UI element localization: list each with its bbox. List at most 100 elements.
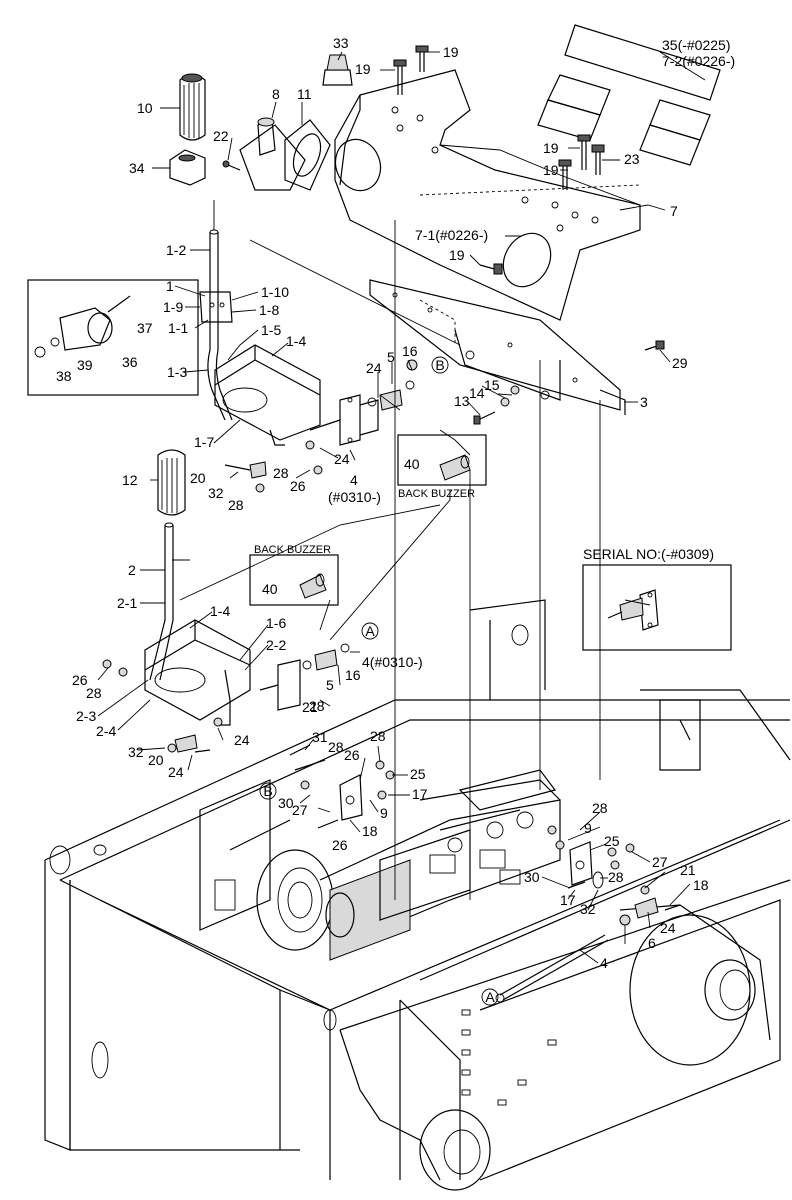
ref-b-lower: B <box>263 783 272 799</box>
clamp-36 <box>34 295 131 358</box>
callout: 28 <box>228 497 244 513</box>
inset-box-buzzer-top <box>397 434 487 486</box>
callout: 6 <box>648 935 656 951</box>
callout: 28 <box>86 685 102 701</box>
callout: 30 <box>524 869 540 885</box>
callout: 40 <box>404 456 420 472</box>
callout: 17 <box>412 786 428 802</box>
callout: 5 <box>326 677 334 693</box>
callout: 13 <box>454 393 470 409</box>
callout: 1-3 <box>167 364 187 380</box>
callout: 1-8 <box>259 302 279 318</box>
buzzer-40-top <box>439 454 471 481</box>
callout: 39 <box>77 357 93 373</box>
callout: 17 <box>560 892 576 908</box>
callout: 2 <box>128 562 136 578</box>
callout: 24 <box>234 732 250 748</box>
knob-10 <box>179 73 206 141</box>
leader-lines <box>97 51 706 964</box>
callout: 26 <box>290 478 306 494</box>
callout: 18 <box>362 823 378 839</box>
boot-34 <box>169 149 206 186</box>
plate-35 <box>537 24 721 166</box>
callout: 32 <box>208 485 224 501</box>
callout: 19 <box>449 247 465 263</box>
back-buzzer-caption-mid: BACK BUZZER <box>254 544 331 556</box>
callout: 28 <box>608 869 624 885</box>
callout: 27 <box>292 802 308 818</box>
ref-b-upper: B <box>435 357 444 373</box>
callout: 36 <box>122 354 138 370</box>
callout: 20 <box>148 752 164 768</box>
callout: 26 <box>344 747 360 763</box>
callout: 23 <box>624 151 640 167</box>
switch-4-upper <box>309 380 415 446</box>
callout: 7-2(#0226-) <box>662 53 735 69</box>
callout: 1-6 <box>266 615 286 631</box>
frame-slots <box>461 1009 557 1106</box>
callout: 9 <box>380 805 388 821</box>
knob-12 <box>157 449 186 516</box>
chassis-frame <box>44 599 791 1191</box>
callout: 20 <box>190 470 206 486</box>
callout: 19 <box>355 61 371 77</box>
callout: 22 <box>213 128 229 144</box>
back-buzzer-caption-top: BACK BUZZER <box>398 488 475 500</box>
buzzer-40-mid <box>299 573 327 599</box>
callout: 10 <box>137 100 153 116</box>
callout: 28 <box>309 698 325 714</box>
callout: 4 <box>600 955 608 971</box>
callout: 28 <box>328 739 344 755</box>
callout: 33 <box>333 35 349 51</box>
inset-box-buzzer-mid <box>249 554 339 606</box>
callout: 4 <box>350 472 358 488</box>
callout: 18 <box>693 877 709 893</box>
inset-box-serial <box>582 564 732 651</box>
callout: 1 <box>166 278 174 294</box>
callout: 15 <box>484 377 500 393</box>
callout: 1-9 <box>163 299 183 315</box>
callout: 2-3 <box>76 708 96 724</box>
callout: 4(#0310-) <box>362 654 423 670</box>
callout: 2-1 <box>117 595 137 611</box>
callout: 24 <box>168 764 184 780</box>
mounting-plate-7 <box>334 69 641 321</box>
gasket-11 <box>284 119 331 191</box>
callout: 1-10 <box>261 284 289 300</box>
callout: 34 <box>129 160 145 176</box>
lever-1-assembly <box>199 229 321 446</box>
callout: 9 <box>584 820 592 836</box>
callout: 40 <box>262 581 278 597</box>
callout: 5 <box>387 349 395 365</box>
callout: 14 <box>469 385 485 401</box>
callout: 11 <box>297 86 312 102</box>
callout: 24 <box>660 920 676 936</box>
callout: 28 <box>273 465 289 481</box>
callout: 16 <box>402 343 418 359</box>
callout: 29 <box>672 355 688 371</box>
switch-4-lower <box>259 643 350 711</box>
callout: 24 <box>334 451 350 467</box>
callout: 1-7 <box>194 434 214 450</box>
callout: 26 <box>72 672 88 688</box>
callout: 19 <box>543 162 559 178</box>
callout: 1-1 <box>168 320 188 336</box>
callout: 32 <box>128 744 144 760</box>
callout-24-lower: 21 <box>302 699 318 715</box>
callout: 1-4 <box>210 603 230 619</box>
reference-markers: B A B A <box>259 356 499 1006</box>
callout: 26 <box>332 837 348 853</box>
callout: 1-4 <box>286 333 306 349</box>
callout-labels: 33 19 19 35(-#0225) 7-2(#0226-) 10 8 11 … <box>56 35 735 971</box>
callout: 32 <box>580 901 596 917</box>
callout: 12 <box>122 472 138 488</box>
callout: 1-5 <box>261 322 281 338</box>
callout: 8 <box>272 86 280 102</box>
serial-note: SERIAL NO:(-#0309) <box>583 546 714 562</box>
callout: 24 <box>366 360 382 376</box>
callout: 19 <box>543 140 559 156</box>
callout: 28 <box>370 728 386 744</box>
callout: 31 <box>312 729 328 745</box>
fasteners <box>102 45 681 1003</box>
